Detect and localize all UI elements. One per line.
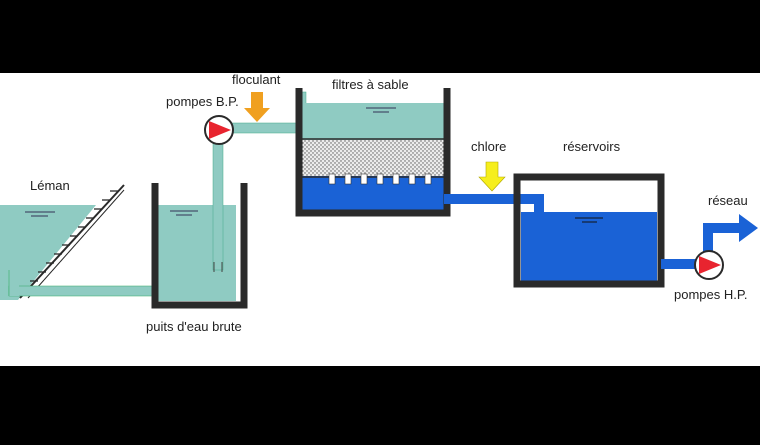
well-water <box>156 205 236 301</box>
reservoir-water <box>521 212 657 281</box>
hp-pump-icon <box>694 250 724 280</box>
chlorine-label: chlore <box>471 139 506 154</box>
suction-pipe <box>212 139 224 271</box>
raw-well-label: puits d'eau brute <box>146 319 242 334</box>
sand-filter-tank: filtres à sable <box>295 77 451 217</box>
filter-nozzles <box>328 173 432 185</box>
flocculant-arrow-icon <box>244 92 270 122</box>
filtered-water <box>302 176 444 210</box>
filter-water <box>302 103 444 141</box>
outlet-pipe <box>661 259 701 269</box>
chlorine-arrow-icon <box>478 161 506 192</box>
filter-walls <box>295 88 451 217</box>
lake-bank <box>19 184 125 299</box>
sand-filters-label: filtres à sable <box>332 77 409 92</box>
network-label: réseau <box>708 193 748 208</box>
flocculant-label: floculant <box>232 72 281 87</box>
well-walls <box>151 183 248 309</box>
reservoirs-label: réservoirs <box>563 139 621 154</box>
lp-pumps-label: pompes B.P. <box>166 94 239 109</box>
hp-pumps-label: pompes H.P. <box>674 287 747 302</box>
lp-pump-icon <box>204 115 234 145</box>
reservoir-walls <box>513 173 665 288</box>
lake-water <box>0 205 96 300</box>
lake-label: Léman <box>30 178 70 193</box>
network-arrow-icon <box>703 214 758 257</box>
raw-water-pipe <box>227 122 307 134</box>
reservoir-tank: réservoirs <box>513 139 665 288</box>
sand-layer <box>302 140 444 176</box>
